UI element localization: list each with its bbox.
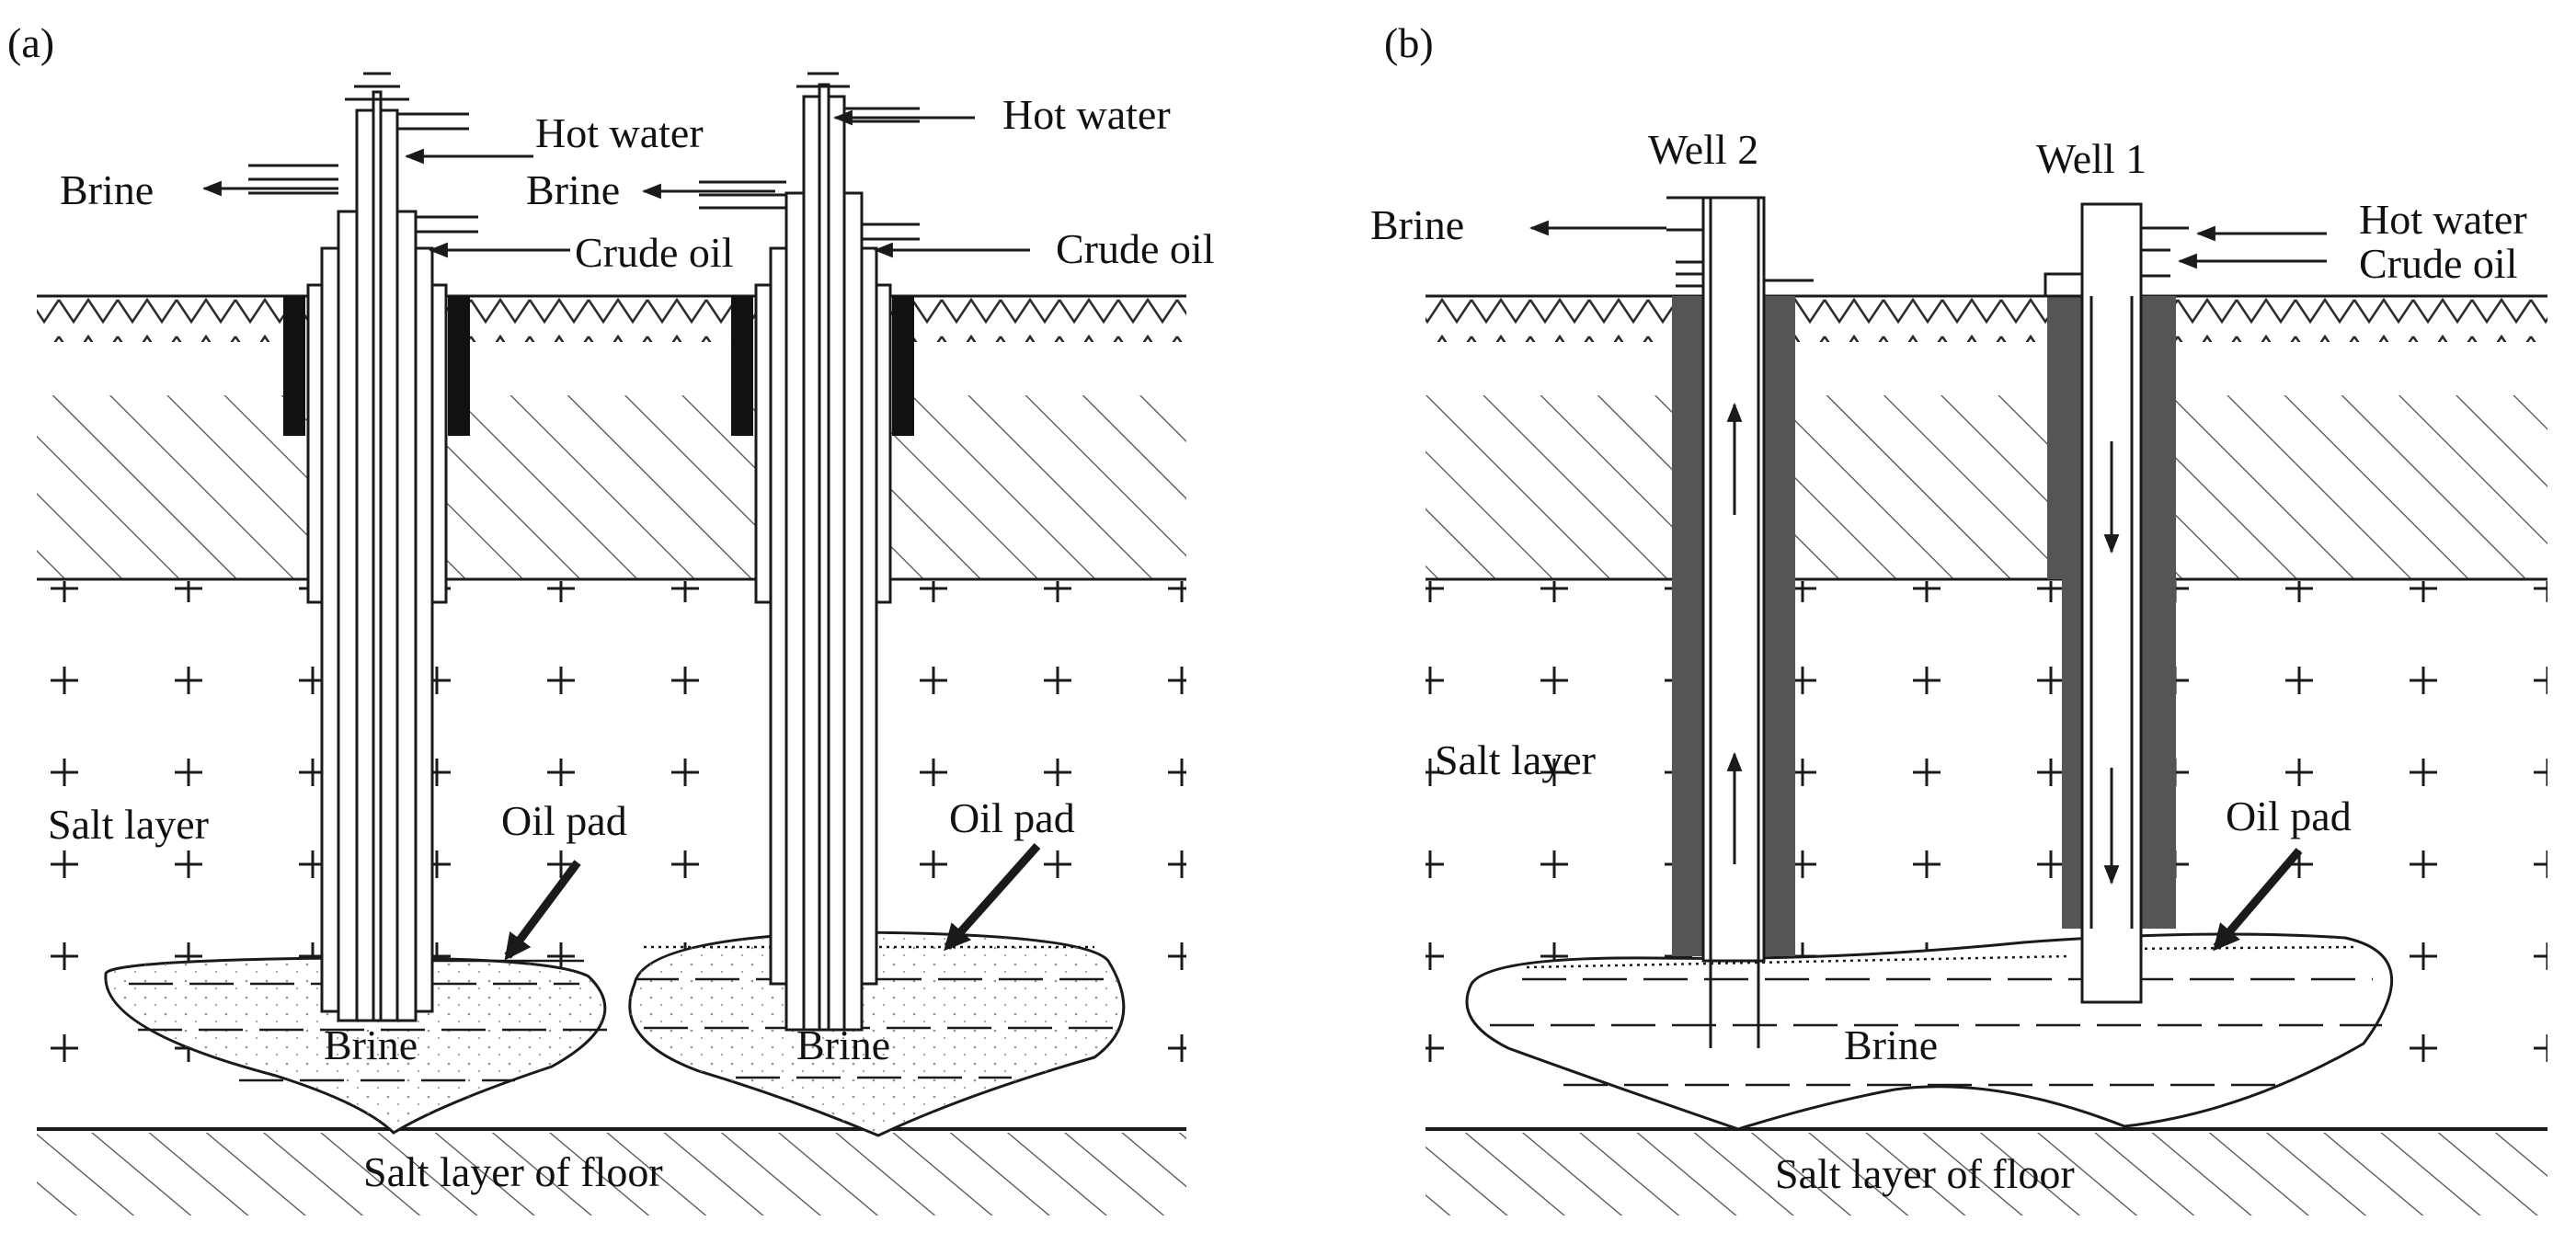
label-well-2: Well 2 <box>1648 126 1758 173</box>
label-oil-pad-a2: Oil pad <box>949 794 1075 841</box>
label-brine-a2: Brine <box>796 1021 890 1068</box>
caprock-layer <box>37 395 1186 579</box>
label-brine-b: Brine <box>1844 1021 1938 1068</box>
label-crude-oil-b: Crude oil <box>2359 240 2517 287</box>
panel-a-label: (a) <box>7 19 54 66</box>
cement-left-a2 <box>731 296 753 436</box>
oil-pad-pointer-b <box>2213 848 2303 952</box>
grout-left-b1-lower <box>2062 579 2082 929</box>
floor-layer <box>37 1133 1186 1215</box>
well-b2 <box>1666 196 1814 1048</box>
grout-left-b1-upper <box>2047 296 2082 579</box>
cement-right-a1 <box>448 296 470 436</box>
label-salt-layer-a: Salt layer <box>48 801 209 848</box>
label-brine-a1: Brine <box>324 1021 418 1068</box>
label-well-1: Well 1 <box>2036 135 2147 182</box>
cement-left-a1 <box>283 296 305 436</box>
label-crude-oil-a2: Crude oil <box>1056 225 1214 272</box>
label-hot-water-b: Hot water <box>2359 196 2527 243</box>
label-brine-out-b: Brine <box>1370 201 1464 248</box>
grout-right-b2 <box>1764 296 1795 956</box>
cavern-b <box>1465 932 2394 1131</box>
floor-layer-b <box>1425 1133 2547 1215</box>
well-a2 <box>699 72 920 1032</box>
cement-right-a2 <box>892 296 914 436</box>
label-salt-layer-b: Salt layer <box>1435 736 1596 783</box>
label-crude-oil-a1: Crude oil <box>575 229 733 276</box>
label-floor-a: Salt layer of floor <box>363 1148 663 1195</box>
label-hot-water-a1: Hot water <box>535 109 704 156</box>
well-b1 <box>2044 202 2189 1004</box>
topsoil-layer <box>37 296 1186 342</box>
topsoil-layer-b <box>1425 296 2547 342</box>
oil-pad-pointer-a2 <box>944 843 1041 952</box>
well-a1 <box>248 72 478 1022</box>
label-hot-water-a2: Hot water <box>1002 91 1171 138</box>
panel-b-label: (b) <box>1384 19 1434 66</box>
panel-a: (a) Hot water Brine Brine Crude oil Hot … <box>7 19 1214 1215</box>
oil-pad-pointer-a1 <box>504 860 581 961</box>
label-brine-out-a1: Brine <box>60 166 154 213</box>
label-oil-pad-b: Oil pad <box>2226 793 2352 839</box>
label-brine-out-a2: Brine <box>526 166 620 213</box>
label-oil-pad-a1: Oil pad <box>501 797 627 844</box>
caprock-layer-b <box>1425 395 2547 579</box>
label-floor-b: Salt layer of floor <box>1775 1150 2075 1197</box>
panel-b: (b) Well 2 Well 1 Brine Hot water Crude … <box>1370 19 2547 1215</box>
grout-left-b2 <box>1672 296 1703 956</box>
grout-right-b1 <box>2141 296 2176 929</box>
